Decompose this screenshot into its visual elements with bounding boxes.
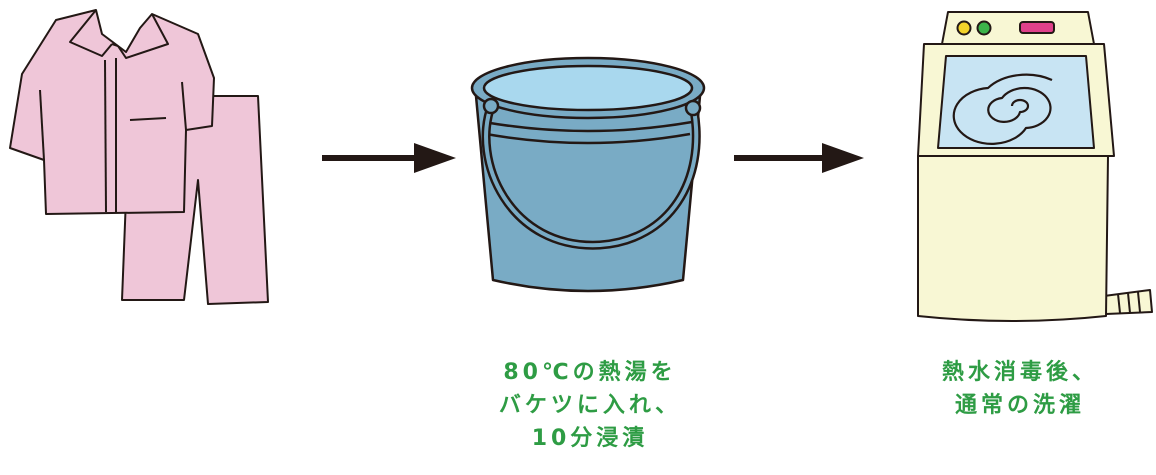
pajamas-icon [9, 9, 269, 305]
caption-line: 80℃の熱湯を [503, 360, 677, 385]
washing-machine-icon [917, 11, 1153, 322]
caption-line: 熱水消毒後、 [941, 360, 1098, 385]
bucket-step-caption: 80℃の熱湯を バケツに入れ、 10分浸漬 [440, 356, 740, 455]
arrow-right-icon [322, 143, 456, 173]
washer-step-caption: 熱水消毒後、 通常の洗濯 [900, 356, 1140, 422]
caption-line: 通常の洗濯 [954, 393, 1085, 418]
caption-line: バケツに入れ、 [498, 393, 682, 418]
bucket-icon [470, 56, 706, 293]
arrow-right-icon [734, 143, 864, 173]
caption-line: 10分浸漬 [531, 426, 649, 451]
